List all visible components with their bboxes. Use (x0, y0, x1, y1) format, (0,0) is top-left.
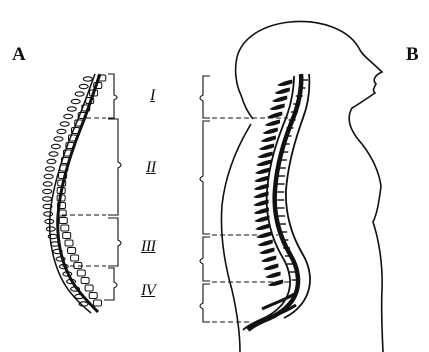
spinous-process (266, 272, 280, 278)
spinous-process (44, 174, 53, 178)
spinous-process (266, 120, 280, 126)
spinous-process (262, 256, 276, 262)
vertebra-body (71, 255, 79, 261)
spinous-process (49, 152, 58, 156)
spinous-process (269, 280, 283, 286)
spinous-process (255, 216, 269, 222)
spinous-process (258, 152, 272, 158)
vertebra-body (94, 300, 102, 306)
spinal-column-b (243, 74, 310, 330)
spinous-process (258, 240, 272, 246)
spinal-column-a (43, 74, 106, 313)
spinous-process (256, 224, 270, 230)
spinous-process (260, 248, 274, 254)
spinous-process (54, 137, 63, 141)
region-brackets-a (104, 74, 121, 300)
spinous-process (43, 197, 52, 201)
spinous-process (67, 107, 76, 111)
spinous-process (278, 80, 292, 86)
spinous-process (275, 88, 289, 94)
vertebra-body (85, 285, 93, 291)
panel-label-a: A (12, 45, 26, 64)
vertebrae-a (57, 75, 106, 306)
spinous-process (83, 77, 92, 81)
spinous-process (60, 122, 69, 126)
vertebra-body (63, 233, 71, 239)
region-dividers-b (212, 118, 292, 322)
spinous-process (270, 104, 284, 110)
region-label-iii: III (141, 239, 155, 255)
spinous-process (43, 182, 52, 186)
spinous-process (71, 99, 80, 103)
spinous-process (268, 112, 282, 118)
vertebra-body (81, 278, 89, 284)
vertebra-body (89, 293, 97, 299)
region-label-ii: II (146, 160, 156, 176)
region-label-iv: IV (141, 283, 155, 299)
spinous-process (46, 227, 55, 231)
spinous-process (264, 264, 278, 270)
spinous-process (43, 189, 52, 193)
vertebra-body (59, 218, 67, 224)
spinous-process (255, 176, 269, 182)
vertebra-body (68, 248, 76, 254)
spinous-process (51, 144, 60, 148)
region-label-i: I (150, 88, 155, 104)
vertebra-body (65, 240, 73, 246)
spinous-process (262, 136, 276, 142)
spinous-process (256, 168, 270, 174)
vertebrae-b (277, 80, 308, 280)
spinous-process (79, 84, 88, 88)
spinous-process (45, 167, 54, 171)
spinous-process (260, 144, 274, 150)
spinous-process (64, 114, 73, 118)
panel-label-b: B (406, 45, 419, 64)
spinous-process (263, 128, 277, 134)
spinous-process (44, 212, 53, 216)
spinous-process (47, 159, 56, 163)
vertebra-body (61, 225, 69, 231)
spinous-process (57, 129, 66, 133)
region-brackets-b (200, 76, 210, 322)
spinous-process (273, 96, 287, 102)
vertebra-body (77, 270, 85, 276)
spinous-process (75, 92, 84, 96)
spinous-process (257, 160, 271, 166)
